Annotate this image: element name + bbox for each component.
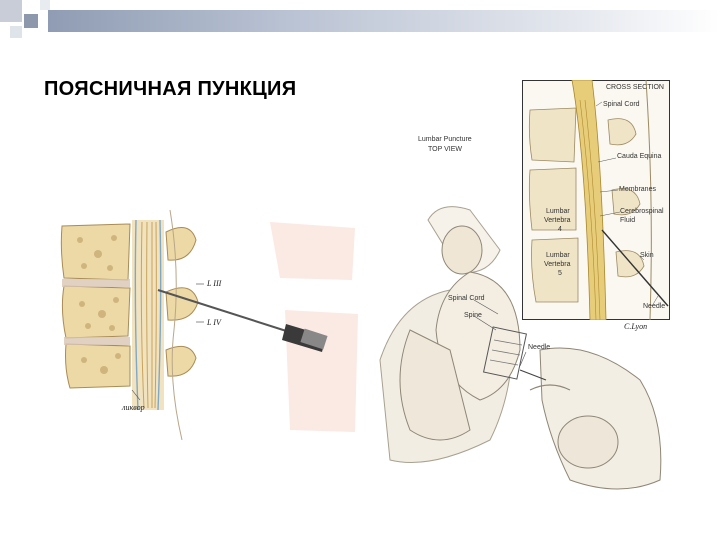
inset-label-spinal-cord: Spinal Cord xyxy=(603,101,640,108)
decor-square-4 xyxy=(40,0,50,10)
top-view-heading-line2: TOP VIEW xyxy=(428,146,462,153)
inset-label-l5-line3: 5 xyxy=(558,270,562,277)
inset-label-csf-line1: Cerebrospinal xyxy=(620,208,664,215)
decor-square-2 xyxy=(24,14,38,28)
inset-label-csf-line2: Fluid xyxy=(620,217,636,224)
label-body-spinal-cord: Spinal Cord xyxy=(448,295,485,302)
label-body-spine: Spine xyxy=(464,312,482,319)
decor-square-1 xyxy=(0,0,22,22)
decor-header-bar xyxy=(48,10,720,32)
inset-label-needle: Needle xyxy=(643,303,666,310)
label-liquor: ликвор xyxy=(122,403,145,412)
inset-label-l4-line2: Vertebra xyxy=(544,217,571,224)
label-body-needle: Needle xyxy=(528,344,551,351)
inset-label-l5-line1: Lumbar xyxy=(546,252,570,259)
decor-square-3 xyxy=(10,26,22,38)
inset-label-l5-line2: Vertebra xyxy=(544,261,571,268)
inset-label-membranes: Membranes xyxy=(619,186,656,193)
label-l3: L III xyxy=(207,279,222,288)
label-l4: L IV xyxy=(207,318,221,327)
slide-title: ПОЯСНИЧНАЯ ПУНКЦИЯ xyxy=(44,78,297,100)
lumbar-puncture-top-view-illustration xyxy=(379,206,662,490)
inset-label-skin: Skin xyxy=(640,252,654,259)
inset-heading: CROSS SECTION xyxy=(606,84,664,91)
inset-label-l4-line1: Lumbar xyxy=(546,208,570,215)
cross-section-inset xyxy=(522,80,670,320)
inset-label-l4-line3: 4 xyxy=(558,226,562,233)
illustrator-signature: C.Lyon xyxy=(624,322,648,331)
left-spine-illustration xyxy=(60,210,358,440)
inset-label-cauda-equina: Cauda Equina xyxy=(617,153,662,160)
top-view-heading-line1: Lumbar Puncture xyxy=(418,136,472,143)
